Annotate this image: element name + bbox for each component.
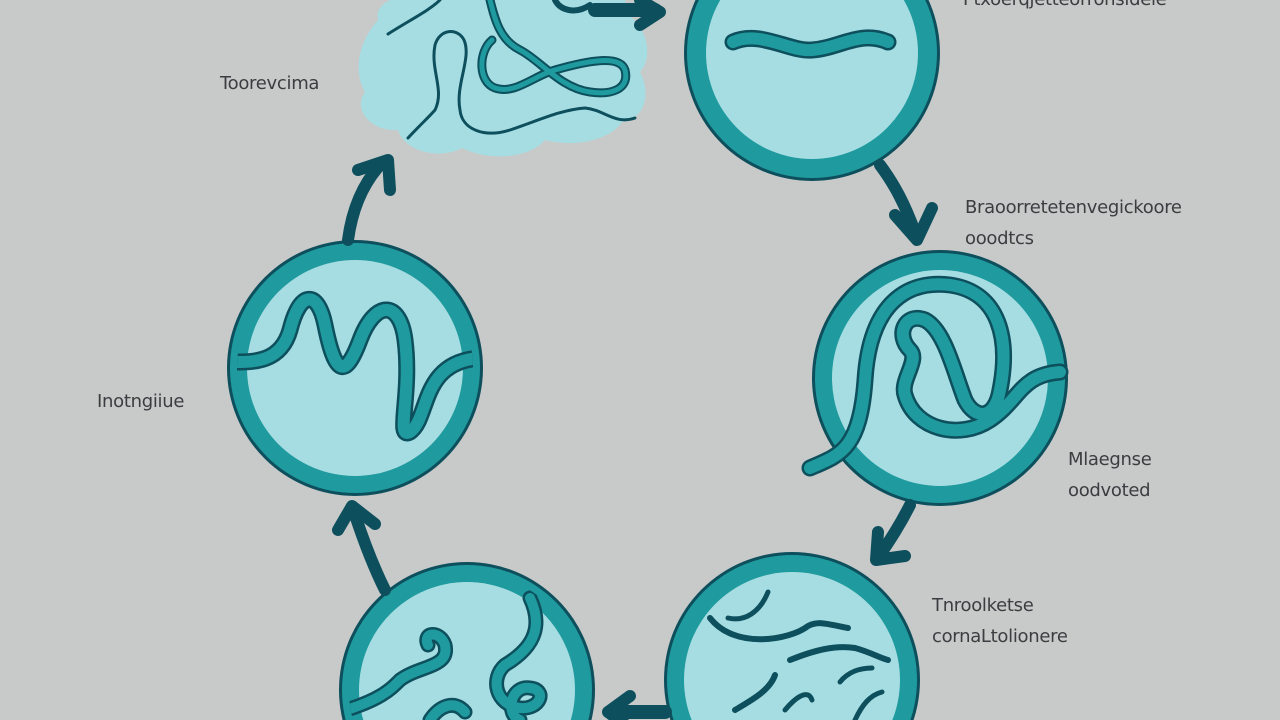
arrow-cloud-to-top-right-icon	[588, 0, 666, 31]
stage-cloud-tangled-worms	[358, 0, 648, 157]
label-stage-cloud: Toorevcima	[220, 68, 319, 99]
label-stage-bottom-right: Tnroolketse cornaLtolionere	[932, 590, 1068, 652]
stage-circle-coiled-worm	[801, 250, 1069, 506]
label-line: oodvoted	[1068, 480, 1151, 501]
label-line: Toorevcima	[220, 73, 320, 94]
label-line: Tnroolketse	[932, 595, 1034, 616]
arrow-top-right-to-right-icon	[874, 159, 938, 246]
label-stage-lower-right-note: Mlaegnse oodvoted	[1068, 444, 1152, 506]
label-line: Braoorretetenvegickoore	[965, 197, 1182, 218]
stage-circle-worm-fragments	[664, 552, 920, 720]
label-stage-right: Braoorretetenvegickoore ooodtcs	[965, 192, 1182, 254]
arrow-right-to-bottom-right-icon	[870, 499, 916, 566]
label-line: ooodtcs	[965, 228, 1034, 249]
label-stage-top-right: Ptxoerqjetteorronsideie	[963, 0, 1167, 15]
label-line: Inotngiiue	[97, 391, 185, 412]
label-line: Mlaegnse	[1068, 449, 1152, 470]
arrow-bottom-left-to-left-icon	[332, 500, 391, 596]
label-stage-left: Inotngiiue	[97, 386, 184, 417]
stage-circle-wavy-worm	[227, 240, 483, 496]
label-line: Ptxoerqjetteorronsideie	[963, 0, 1167, 15]
arrow-left-to-cloud-icon	[342, 154, 396, 246]
label-line: cornaLtolionere	[932, 626, 1068, 647]
stage-circle-single-worm	[684, 0, 940, 181]
arrows	[332, 0, 938, 720]
stage-circle-looping-worms	[339, 562, 595, 720]
arrow-bottom-right-to-bottom-left-icon	[602, 690, 672, 720]
